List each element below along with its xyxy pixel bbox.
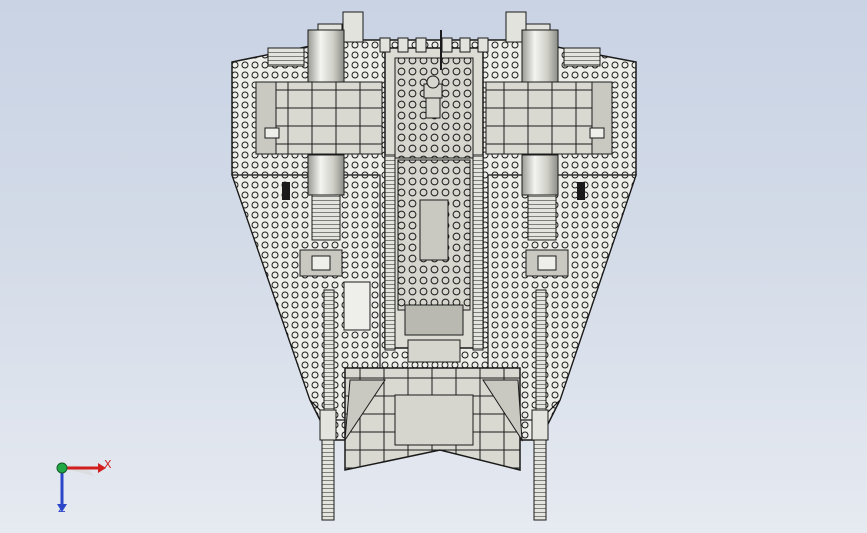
right-engine: [521, 29, 569, 277]
left-strut: [319, 289, 337, 521]
minifig-figure: [423, 75, 443, 119]
axis-triad-drawing: [56, 462, 106, 512]
axis-triad: X Z: [40, 450, 120, 520]
axis-x-label: X: [104, 458, 112, 471]
axis-z-label: Z: [58, 502, 66, 515]
left-engine: [299, 29, 345, 277]
right-upper-panel: [485, 81, 613, 155]
right-strut: [531, 289, 549, 521]
